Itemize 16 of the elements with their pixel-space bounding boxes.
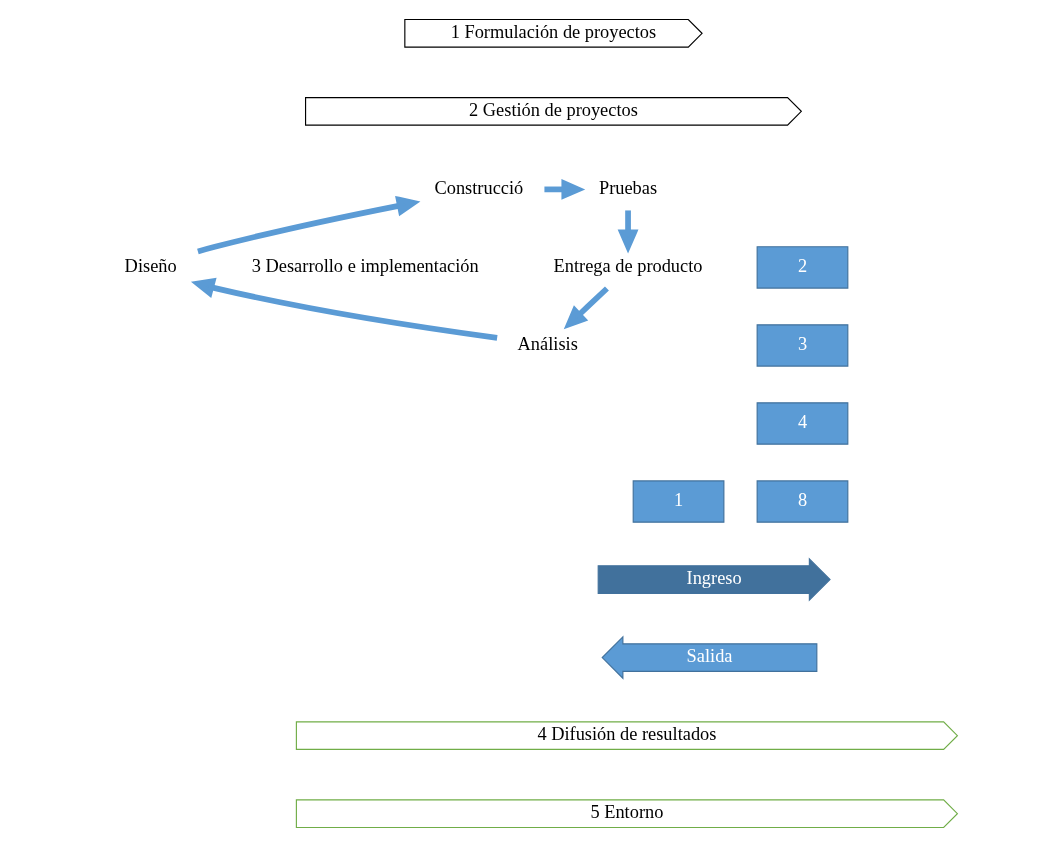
node-text: Construcció	[433, 177, 523, 198]
arrow	[196, 195, 420, 255]
node-text: Pruebas	[598, 177, 657, 198]
node-box: 8	[756, 480, 848, 523]
node-text: Entrega de producto	[553, 255, 702, 276]
node-box: 3	[756, 324, 848, 367]
arrow	[190, 277, 498, 341]
node-text: Diseño	[124, 255, 177, 276]
node-box: 4	[756, 402, 848, 445]
arrow	[563, 286, 609, 330]
label: 3 Desarrollo e implementación	[251, 255, 479, 276]
arrow	[543, 178, 585, 200]
node-text: Análisis	[517, 333, 578, 354]
node-box: 2	[756, 246, 848, 289]
arrow	[617, 210, 638, 254]
node-box: 1	[632, 480, 724, 523]
